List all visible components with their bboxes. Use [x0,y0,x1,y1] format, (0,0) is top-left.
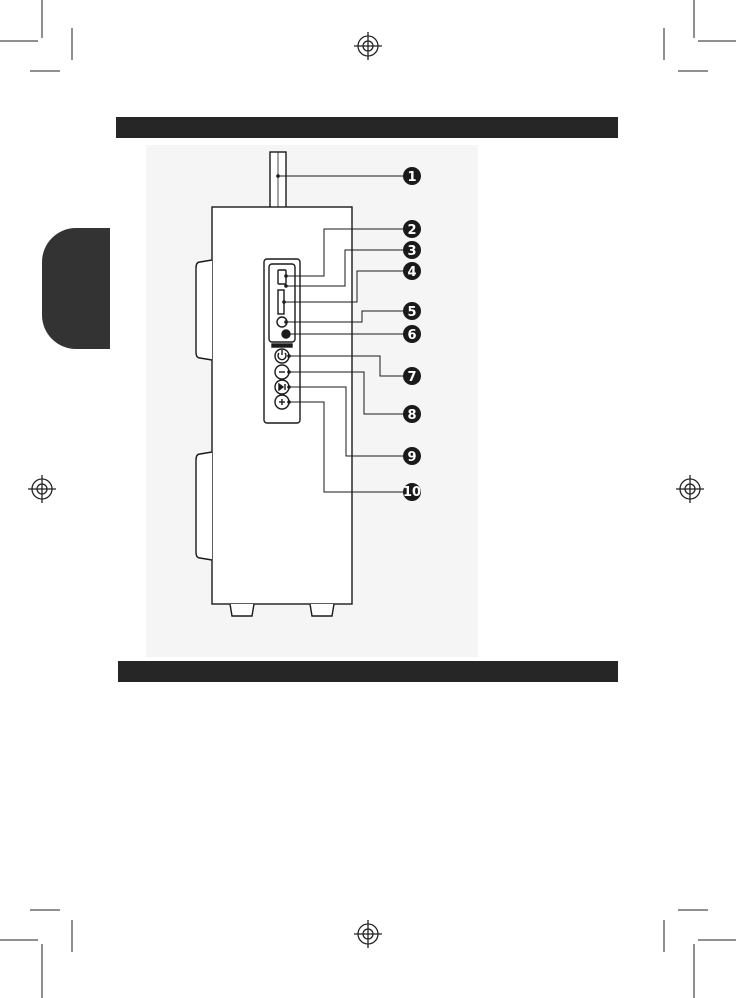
callout-9: 9 [403,447,421,465]
callout-6-label: 6 [407,328,416,343]
callout-3: 3 [403,241,421,259]
callout-8: 8 [403,405,421,423]
upper-grille-bump [196,260,212,360]
speaker-body [196,152,352,616]
callout-8-label: 8 [407,408,416,423]
callout-5-label: 5 [407,305,416,320]
registration-mark-left [28,475,56,503]
callout-9-label: 9 [407,450,416,465]
dc-input [282,330,290,338]
callout-4: 4 [403,262,421,280]
callout-4-label: 4 [407,265,416,280]
lower-grille-bump [196,452,212,560]
callout-5: 5 [403,302,421,320]
callout-7: 7 [403,367,421,385]
crop-marks-top-left [0,0,72,71]
crop-marks-top-right [664,0,736,71]
front-foot [230,604,254,616]
callout-1: 1 [403,167,421,185]
callout-10: 10 [403,483,421,501]
registration-mark-top [354,32,382,60]
callout-3-label: 3 [407,244,416,259]
callout-1-label: 1 [407,170,416,185]
crop-marks-bottom-left [0,910,72,998]
callout-6: 6 [403,325,421,343]
callout-7-label: 7 [407,370,416,385]
registration-mark-bottom [354,920,382,948]
crop-marks-bottom-right [664,910,736,998]
callout-2: 2 [403,220,421,238]
callout-2-label: 2 [407,223,416,238]
callout-10-label: 10 [403,485,421,500]
registration-mark-right [676,475,704,503]
rear-foot [310,604,334,616]
